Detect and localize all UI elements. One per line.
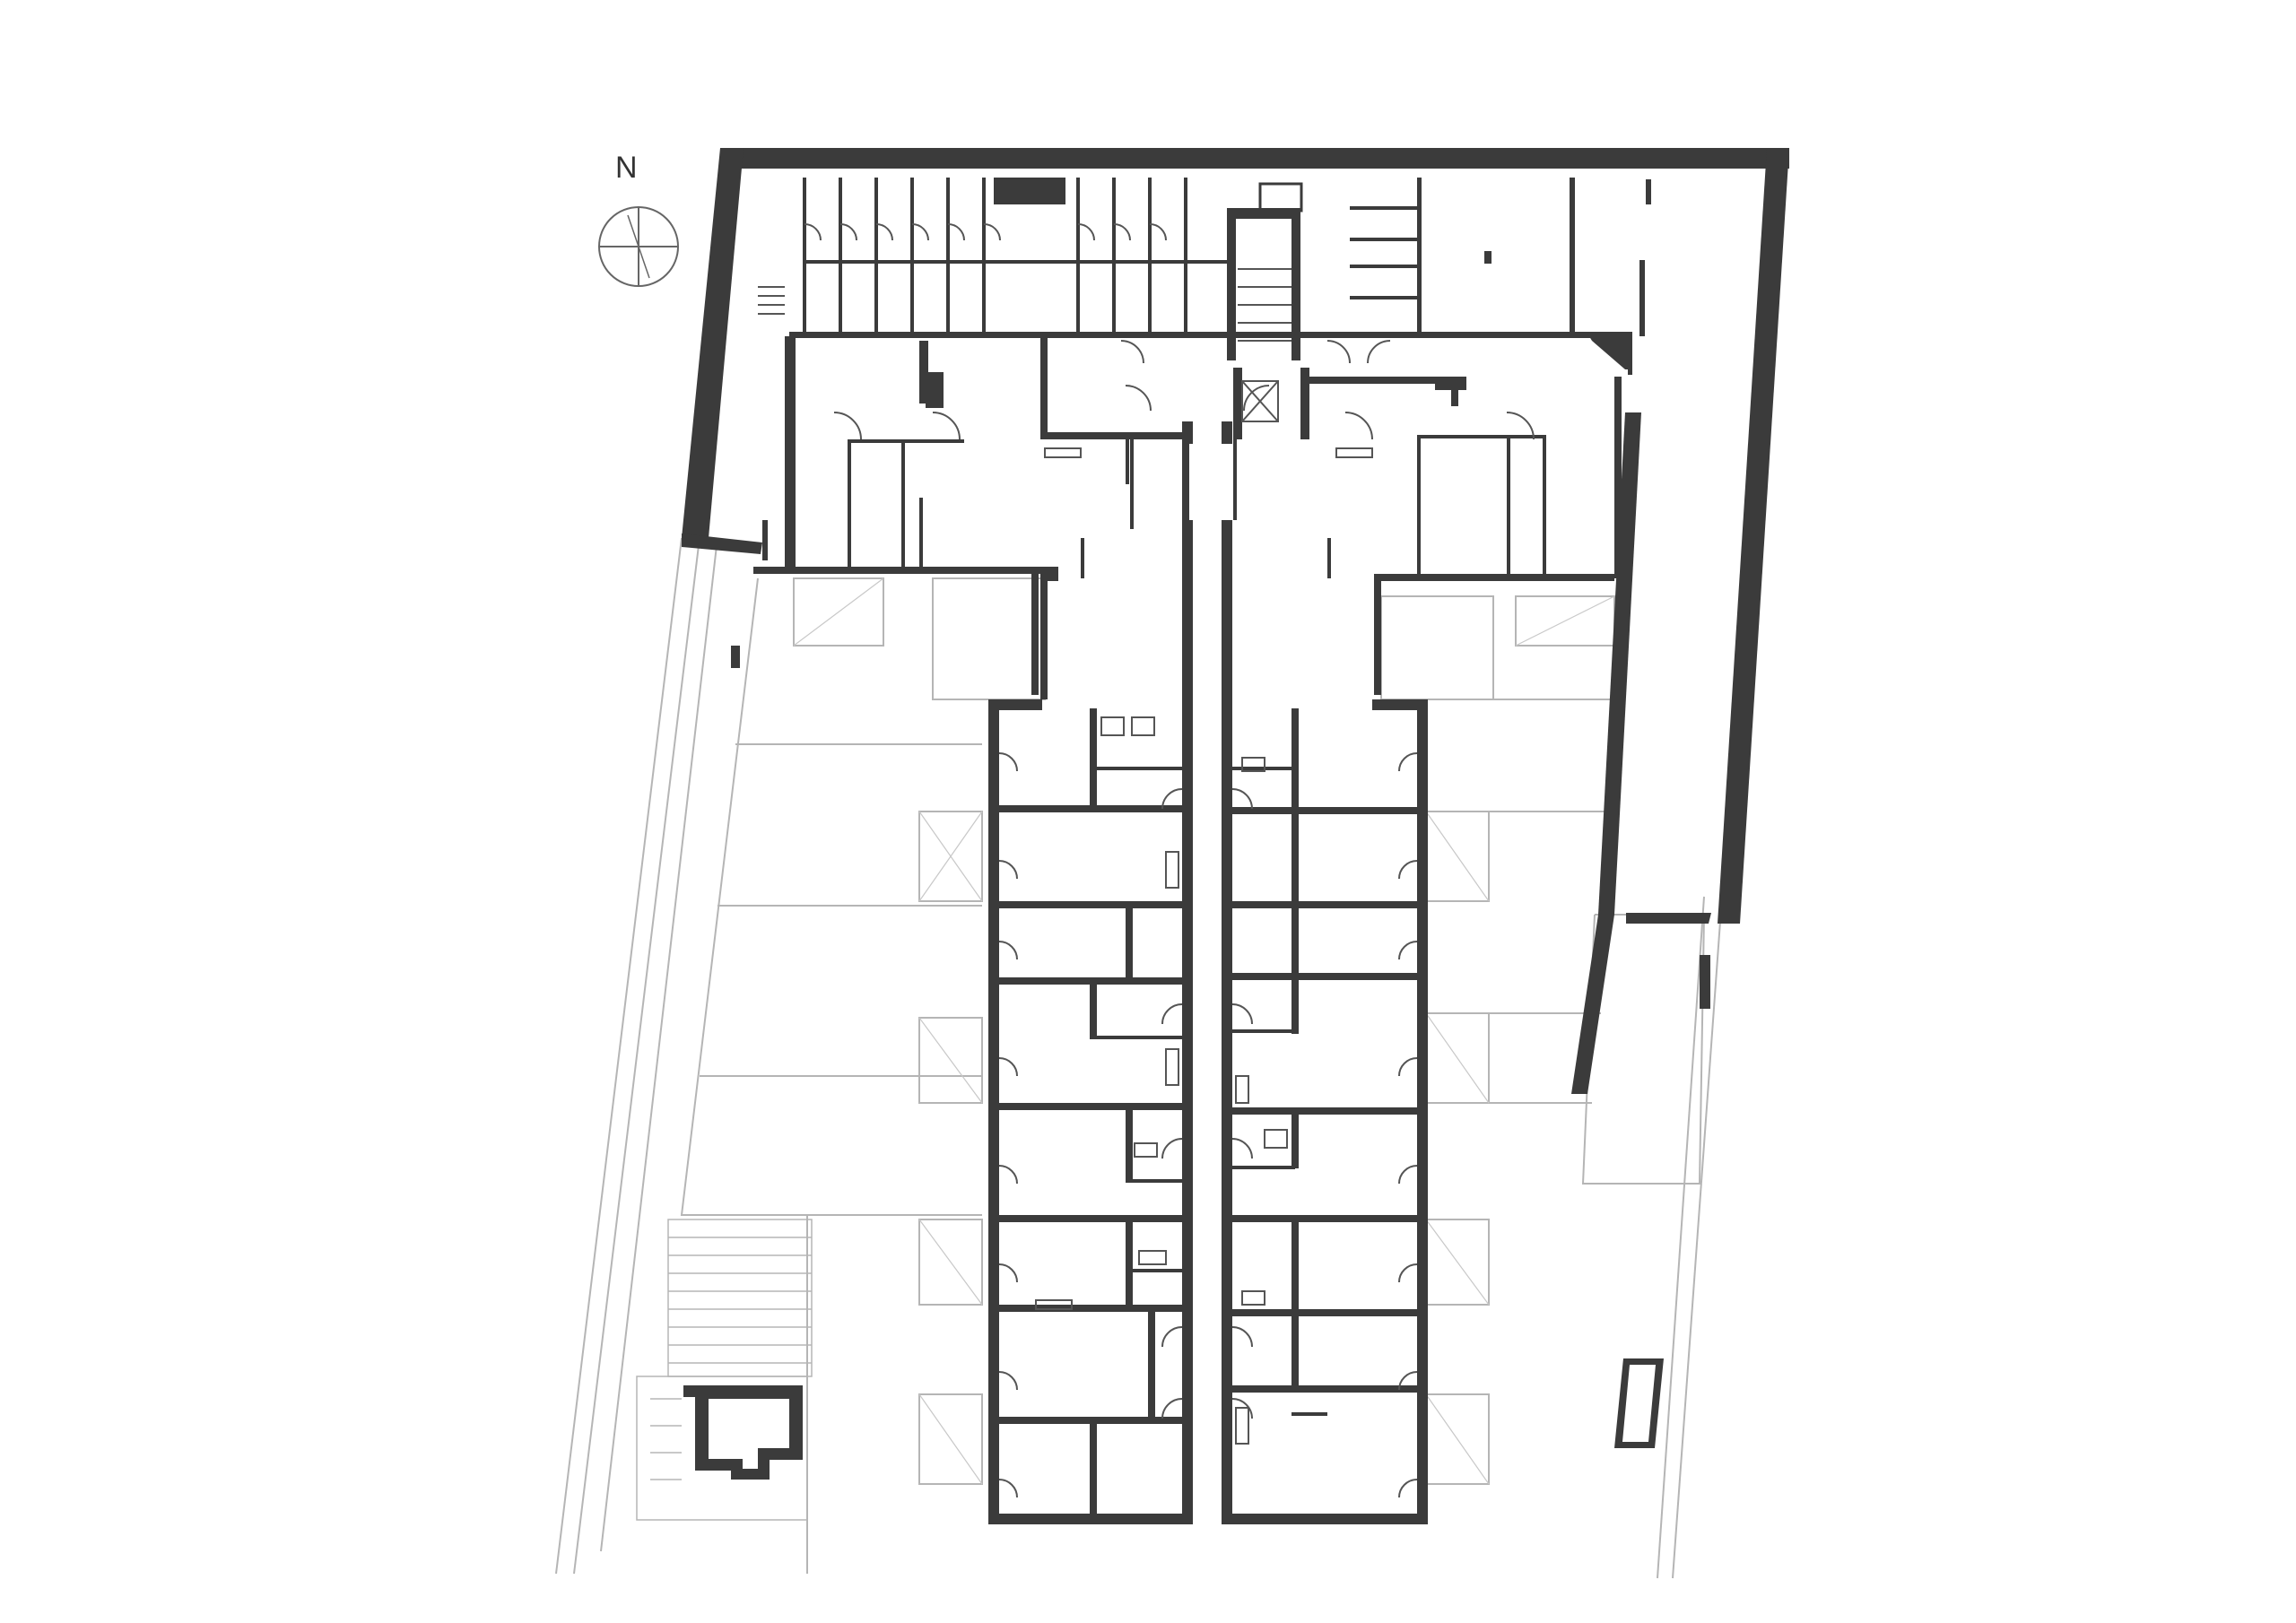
stair-core-sw-inner — [697, 1399, 789, 1469]
north-label: N — [615, 151, 638, 185]
north-arrow-icon: N — [598, 151, 679, 287]
structural-walls — [682, 148, 1789, 1094]
east-planter — [1614, 1358, 1664, 1448]
terrace-hatch — [793, 577, 1615, 1485]
outdoor-stair — [636, 1219, 813, 1521]
fixtures-and-doors — [758, 223, 1535, 1498]
interior-walls — [753, 178, 1651, 1524]
courtyard-stubs — [731, 520, 1710, 1009]
